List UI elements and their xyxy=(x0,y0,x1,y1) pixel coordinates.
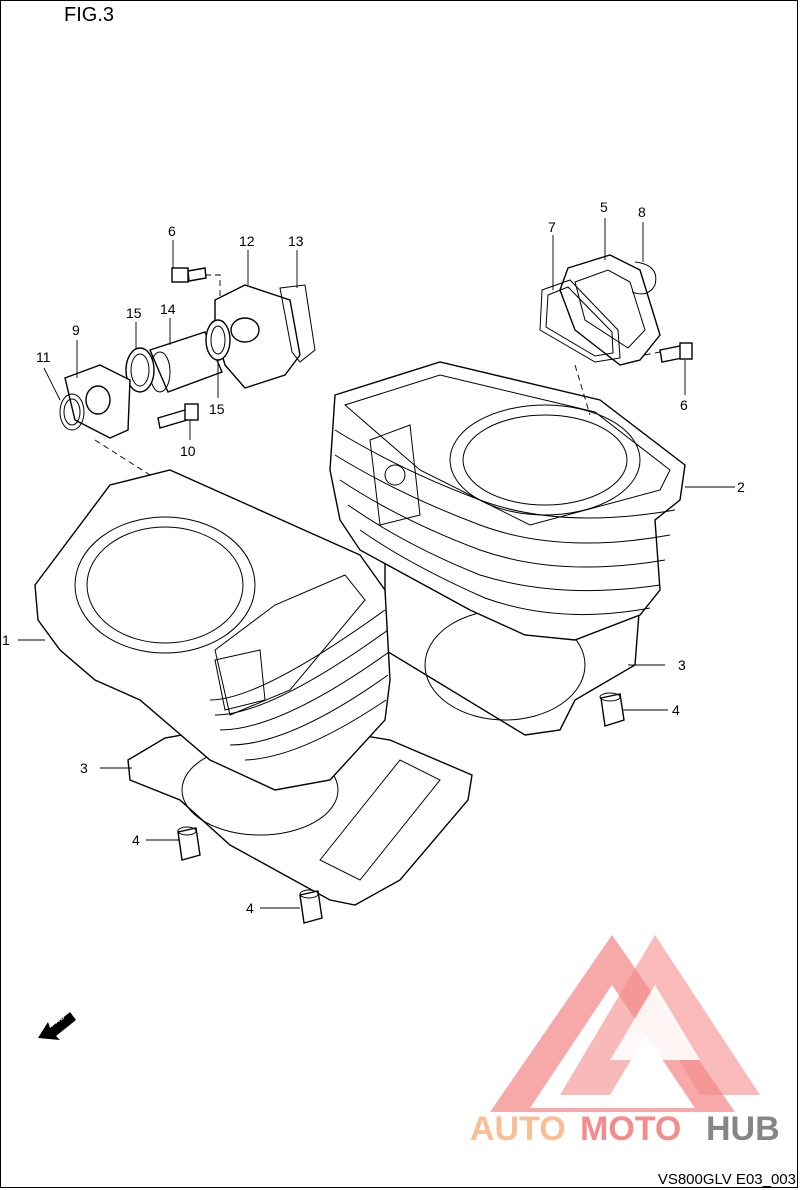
callout-4-right: 4 xyxy=(672,702,680,718)
automotohub-logo: AUTO MOTO HUB xyxy=(470,935,780,1148)
bolt-6-left[interactable] xyxy=(171,267,207,283)
callout-9: 9 xyxy=(72,322,80,338)
ring-8[interactable] xyxy=(631,261,657,295)
callout-15-right: 15 xyxy=(209,401,225,417)
callout-12: 12 xyxy=(239,233,255,249)
figure-code: VS800GLV E03_003 xyxy=(657,1171,796,1188)
fwd-arrow-icon: FWD xyxy=(38,1012,76,1040)
callout-7: 7 xyxy=(548,219,556,235)
callout-10: 10 xyxy=(180,443,196,459)
callout-4-left-upper: 4 xyxy=(132,832,140,848)
callout-6-right: 6 xyxy=(680,397,688,413)
callout-6-left: 6 xyxy=(168,223,176,239)
logo-part-auto: AUTO xyxy=(470,1110,566,1148)
leader-lines xyxy=(18,218,735,909)
assembly-lines xyxy=(94,274,661,476)
front-cylinder[interactable] xyxy=(34,469,391,791)
water-pipe-9[interactable] xyxy=(64,364,131,439)
callout-3-left: 3 xyxy=(80,760,88,776)
callout-14: 14 xyxy=(160,301,176,317)
bolt-6-right[interactable] xyxy=(659,342,693,363)
logo-part-moto: MOTO xyxy=(580,1110,681,1148)
rear-cylinder[interactable] xyxy=(329,361,686,641)
callouts: 1 2 3 3 4 4 4 5 6 6 7 8 9 10 11 12 13 14… xyxy=(2,199,745,916)
dowel-pin-right[interactable] xyxy=(599,692,625,727)
o-ring-11[interactable] xyxy=(59,393,85,431)
callout-3-right: 3 xyxy=(678,657,686,673)
hose-clamp-15-left[interactable] xyxy=(125,347,155,393)
callout-15-left: 15 xyxy=(126,305,142,321)
callout-8: 8 xyxy=(638,204,646,220)
callout-11: 11 xyxy=(36,349,51,365)
o-ring-7[interactable] xyxy=(539,279,621,363)
hose-clamp-15-right[interactable] xyxy=(205,319,231,361)
bolt-10[interactable] xyxy=(157,403,199,429)
dowel-pin-left-lower[interactable] xyxy=(299,889,323,924)
water-outlet-cover[interactable] xyxy=(559,254,661,366)
callout-2: 2 xyxy=(737,479,745,495)
hose-14[interactable] xyxy=(149,331,223,393)
dowel-pin-left-upper[interactable] xyxy=(177,826,201,861)
callout-5: 5 xyxy=(600,199,608,215)
figure-title: FIG.3 xyxy=(64,4,115,26)
o-ring-13[interactable] xyxy=(279,284,316,363)
callout-4-left-lower: 4 xyxy=(246,900,254,916)
logo-part-hub: HUB xyxy=(706,1110,780,1148)
callout-13: 13 xyxy=(288,233,304,249)
callout-1: 1 xyxy=(2,632,10,648)
